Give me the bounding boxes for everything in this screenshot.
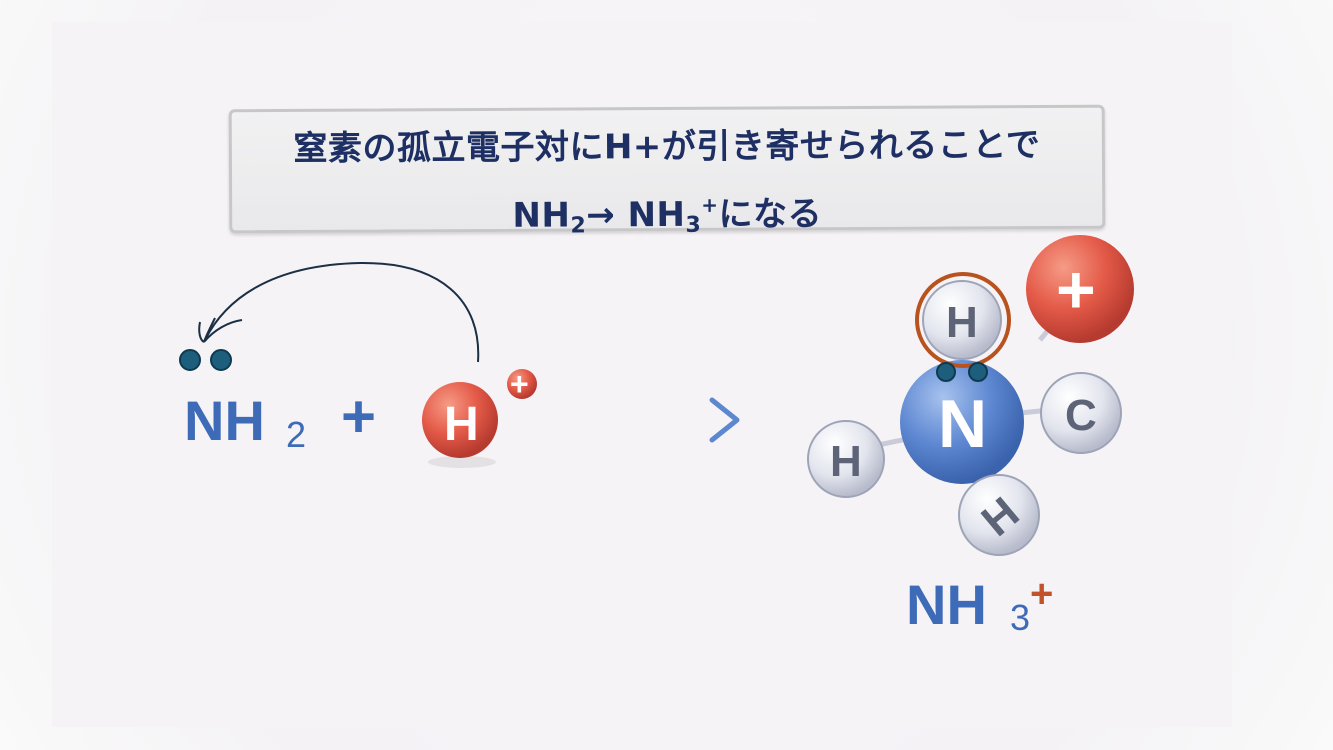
- hydrogen-left-sphere: [807, 420, 885, 498]
- nitrogen-label: N: [938, 386, 987, 462]
- proton-charge: +: [510, 366, 529, 402]
- attraction-arrowhead: [198, 317, 243, 343]
- product-label: NH: [906, 573, 987, 636]
- nh2-subscript: 2: [286, 414, 306, 455]
- hydrogen-left-label: H: [830, 437, 862, 486]
- nh2-label: NH: [184, 389, 265, 452]
- highlight-ring: [915, 272, 1011, 368]
- hydrogen-top-sphere: [922, 280, 1002, 360]
- proton-sphere: [422, 382, 498, 458]
- plus-ball-label: +: [1056, 252, 1096, 328]
- nitrogen-sphere: [900, 360, 1024, 484]
- product-charge: +: [1030, 572, 1053, 616]
- proton-shadow: [428, 456, 496, 468]
- reaction-arrow-head: [709, 397, 740, 443]
- plus-sign: +: [341, 383, 376, 450]
- electron-dot: [210, 349, 232, 371]
- proton-charge-bubble: [507, 369, 537, 399]
- hydrogen-top-label: H: [946, 298, 978, 347]
- product-subscript: 3: [1010, 597, 1030, 638]
- proton-label: H: [444, 398, 479, 451]
- plus-ball-sphere: [1026, 235, 1134, 343]
- electron-dot: [936, 362, 956, 382]
- electron-dot: [179, 349, 201, 371]
- hydrogen-bottom-sphere: [958, 474, 1040, 556]
- carbon-label: C: [1065, 391, 1097, 440]
- carbon-sphere: [1040, 372, 1122, 454]
- electron-dot: [968, 362, 988, 382]
- attraction-curve: [204, 261, 480, 363]
